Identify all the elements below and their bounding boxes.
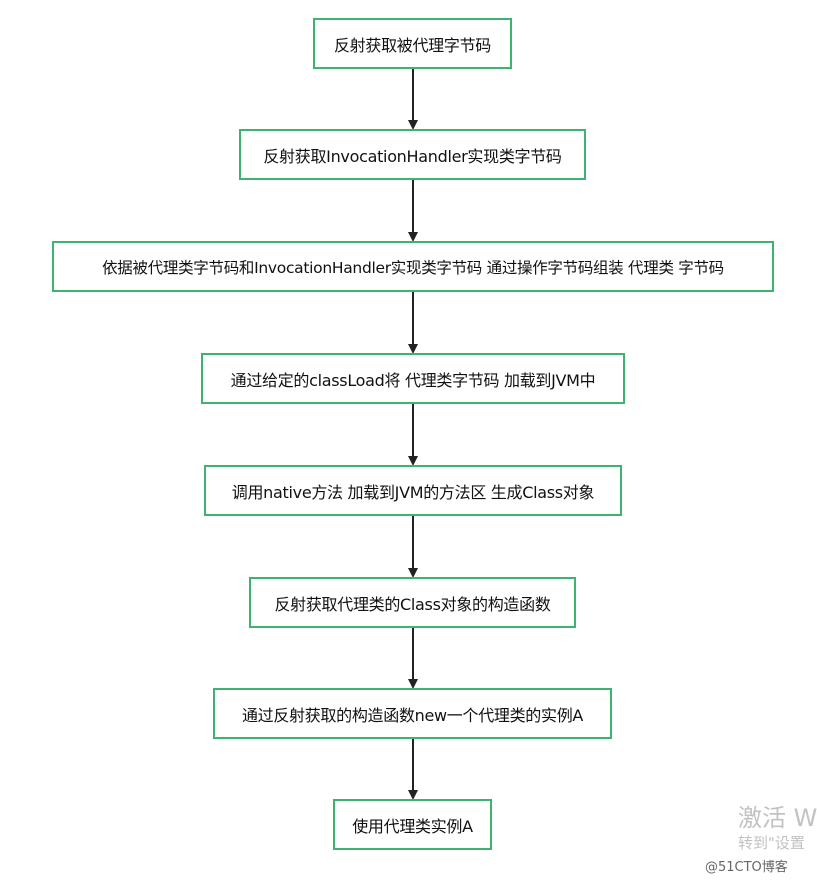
activate-windows-subtext: 转到"设置: [738, 834, 805, 852]
flow-node-7: 通过反射获取的构造函数new一个代理类的实例A: [213, 688, 612, 739]
flow-node-8: 使用代理类实例A: [333, 799, 492, 850]
flow-node-2: 反射获取InvocationHandler实现类字节码: [239, 129, 586, 180]
flow-node-6: 反射获取代理类的Class对象的构造函数: [249, 577, 576, 628]
flow-node-4: 通过给定的classLoad将 代理类字节码 加载到JVM中: [201, 353, 625, 404]
activate-windows-watermark: 激活 W: [738, 804, 817, 832]
blog-watermark: @51CTO博客: [705, 860, 788, 875]
flow-node-5: 调用native方法 加载到JVM的方法区 生成Class对象: [204, 465, 622, 516]
flow-node-1: 反射获取被代理字节码: [313, 18, 512, 69]
flow-node-3: 依据被代理类字节码和InvocationHandler实现类字节码 通过操作字节…: [52, 241, 774, 292]
